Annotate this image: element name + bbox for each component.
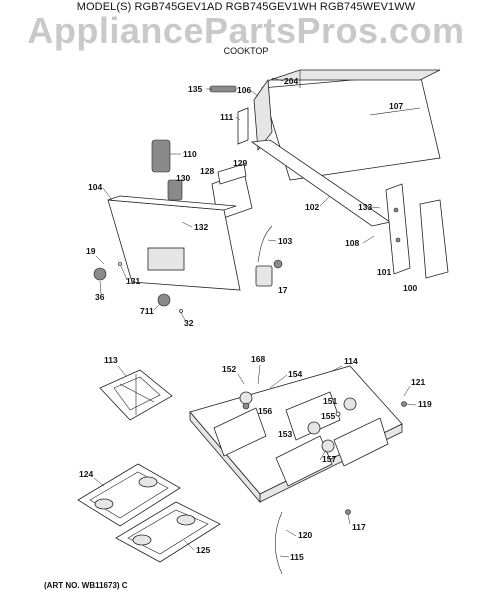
label-120: 120	[298, 530, 312, 540]
label-154: 154	[288, 369, 302, 379]
label-151: 151	[323, 396, 337, 406]
label-156: 156	[258, 406, 272, 416]
diagram-header: MODEL(S) RGB745GEV1AD RGB745GEV1WH RGB74…	[0, 0, 492, 58]
label-155: 155	[321, 411, 335, 421]
label-36: 36	[95, 292, 105, 302]
model-numbers: MODEL(S) RGB745GEV1AD RGB745GEV1WH RGB74…	[76, 1, 416, 13]
label-168: 168	[251, 354, 265, 364]
label-108: 108	[345, 238, 359, 248]
tube-103	[257, 225, 273, 263]
section-title: COOKTOP	[223, 46, 269, 56]
label-135: 135	[188, 84, 202, 94]
art-number: (ART NO. WB11673) C	[44, 581, 128, 590]
label-113: 113	[104, 355, 118, 365]
grate-113	[99, 369, 173, 421]
side-bracket-101	[385, 183, 411, 275]
label-124: 124	[79, 469, 93, 479]
label-32: 32	[184, 318, 194, 328]
label-130: 130	[176, 173, 190, 183]
label-101: 101	[377, 267, 391, 277]
label-106: 106	[237, 85, 251, 95]
watermark-text: AppliancePartsPros.com	[27, 10, 465, 51]
label-711: 711	[140, 306, 154, 316]
knobs	[93, 262, 183, 313]
tube-115	[274, 511, 283, 575]
label-132: 132	[194, 222, 208, 232]
label-157: 157	[322, 454, 336, 464]
bracket-111	[237, 107, 249, 145]
label-121: 121	[411, 377, 425, 387]
rear-panel-107	[261, 69, 441, 181]
vent-trim-106	[209, 78, 273, 152]
label-153: 153	[278, 429, 292, 439]
label-19: 19	[86, 246, 96, 256]
leader-lines	[93, 77, 417, 558]
label-129: 129	[233, 158, 247, 168]
label-104: 104	[88, 182, 102, 192]
label-119: 119	[418, 399, 432, 409]
label-125: 125	[196, 545, 210, 555]
label-152: 152	[222, 364, 236, 374]
label-133: 133	[358, 202, 372, 212]
label-111: 111	[220, 112, 234, 122]
label-110: 110	[183, 149, 197, 159]
label-17: 17	[278, 285, 288, 295]
part-labels: 204 135 106 107 111 110 128 129 130 104 …	[79, 76, 432, 562]
label-102: 102	[305, 202, 319, 212]
label-131: 131	[126, 276, 140, 286]
label-128: 128	[200, 166, 214, 176]
label-107: 107	[389, 101, 403, 111]
label-204: 204	[284, 76, 298, 86]
label-115: 115	[290, 552, 304, 562]
valve-17	[255, 259, 283, 287]
label-117: 117	[352, 522, 366, 532]
side-bracket-100	[419, 199, 449, 279]
drip-pan-125	[115, 501, 221, 563]
drip-pan-124	[77, 463, 181, 527]
cooktop-114	[189, 365, 407, 515]
label-100: 100	[403, 283, 417, 293]
control-panel-104	[107, 195, 241, 291]
label-114: 114	[344, 356, 358, 366]
label-103: 103	[278, 236, 292, 246]
